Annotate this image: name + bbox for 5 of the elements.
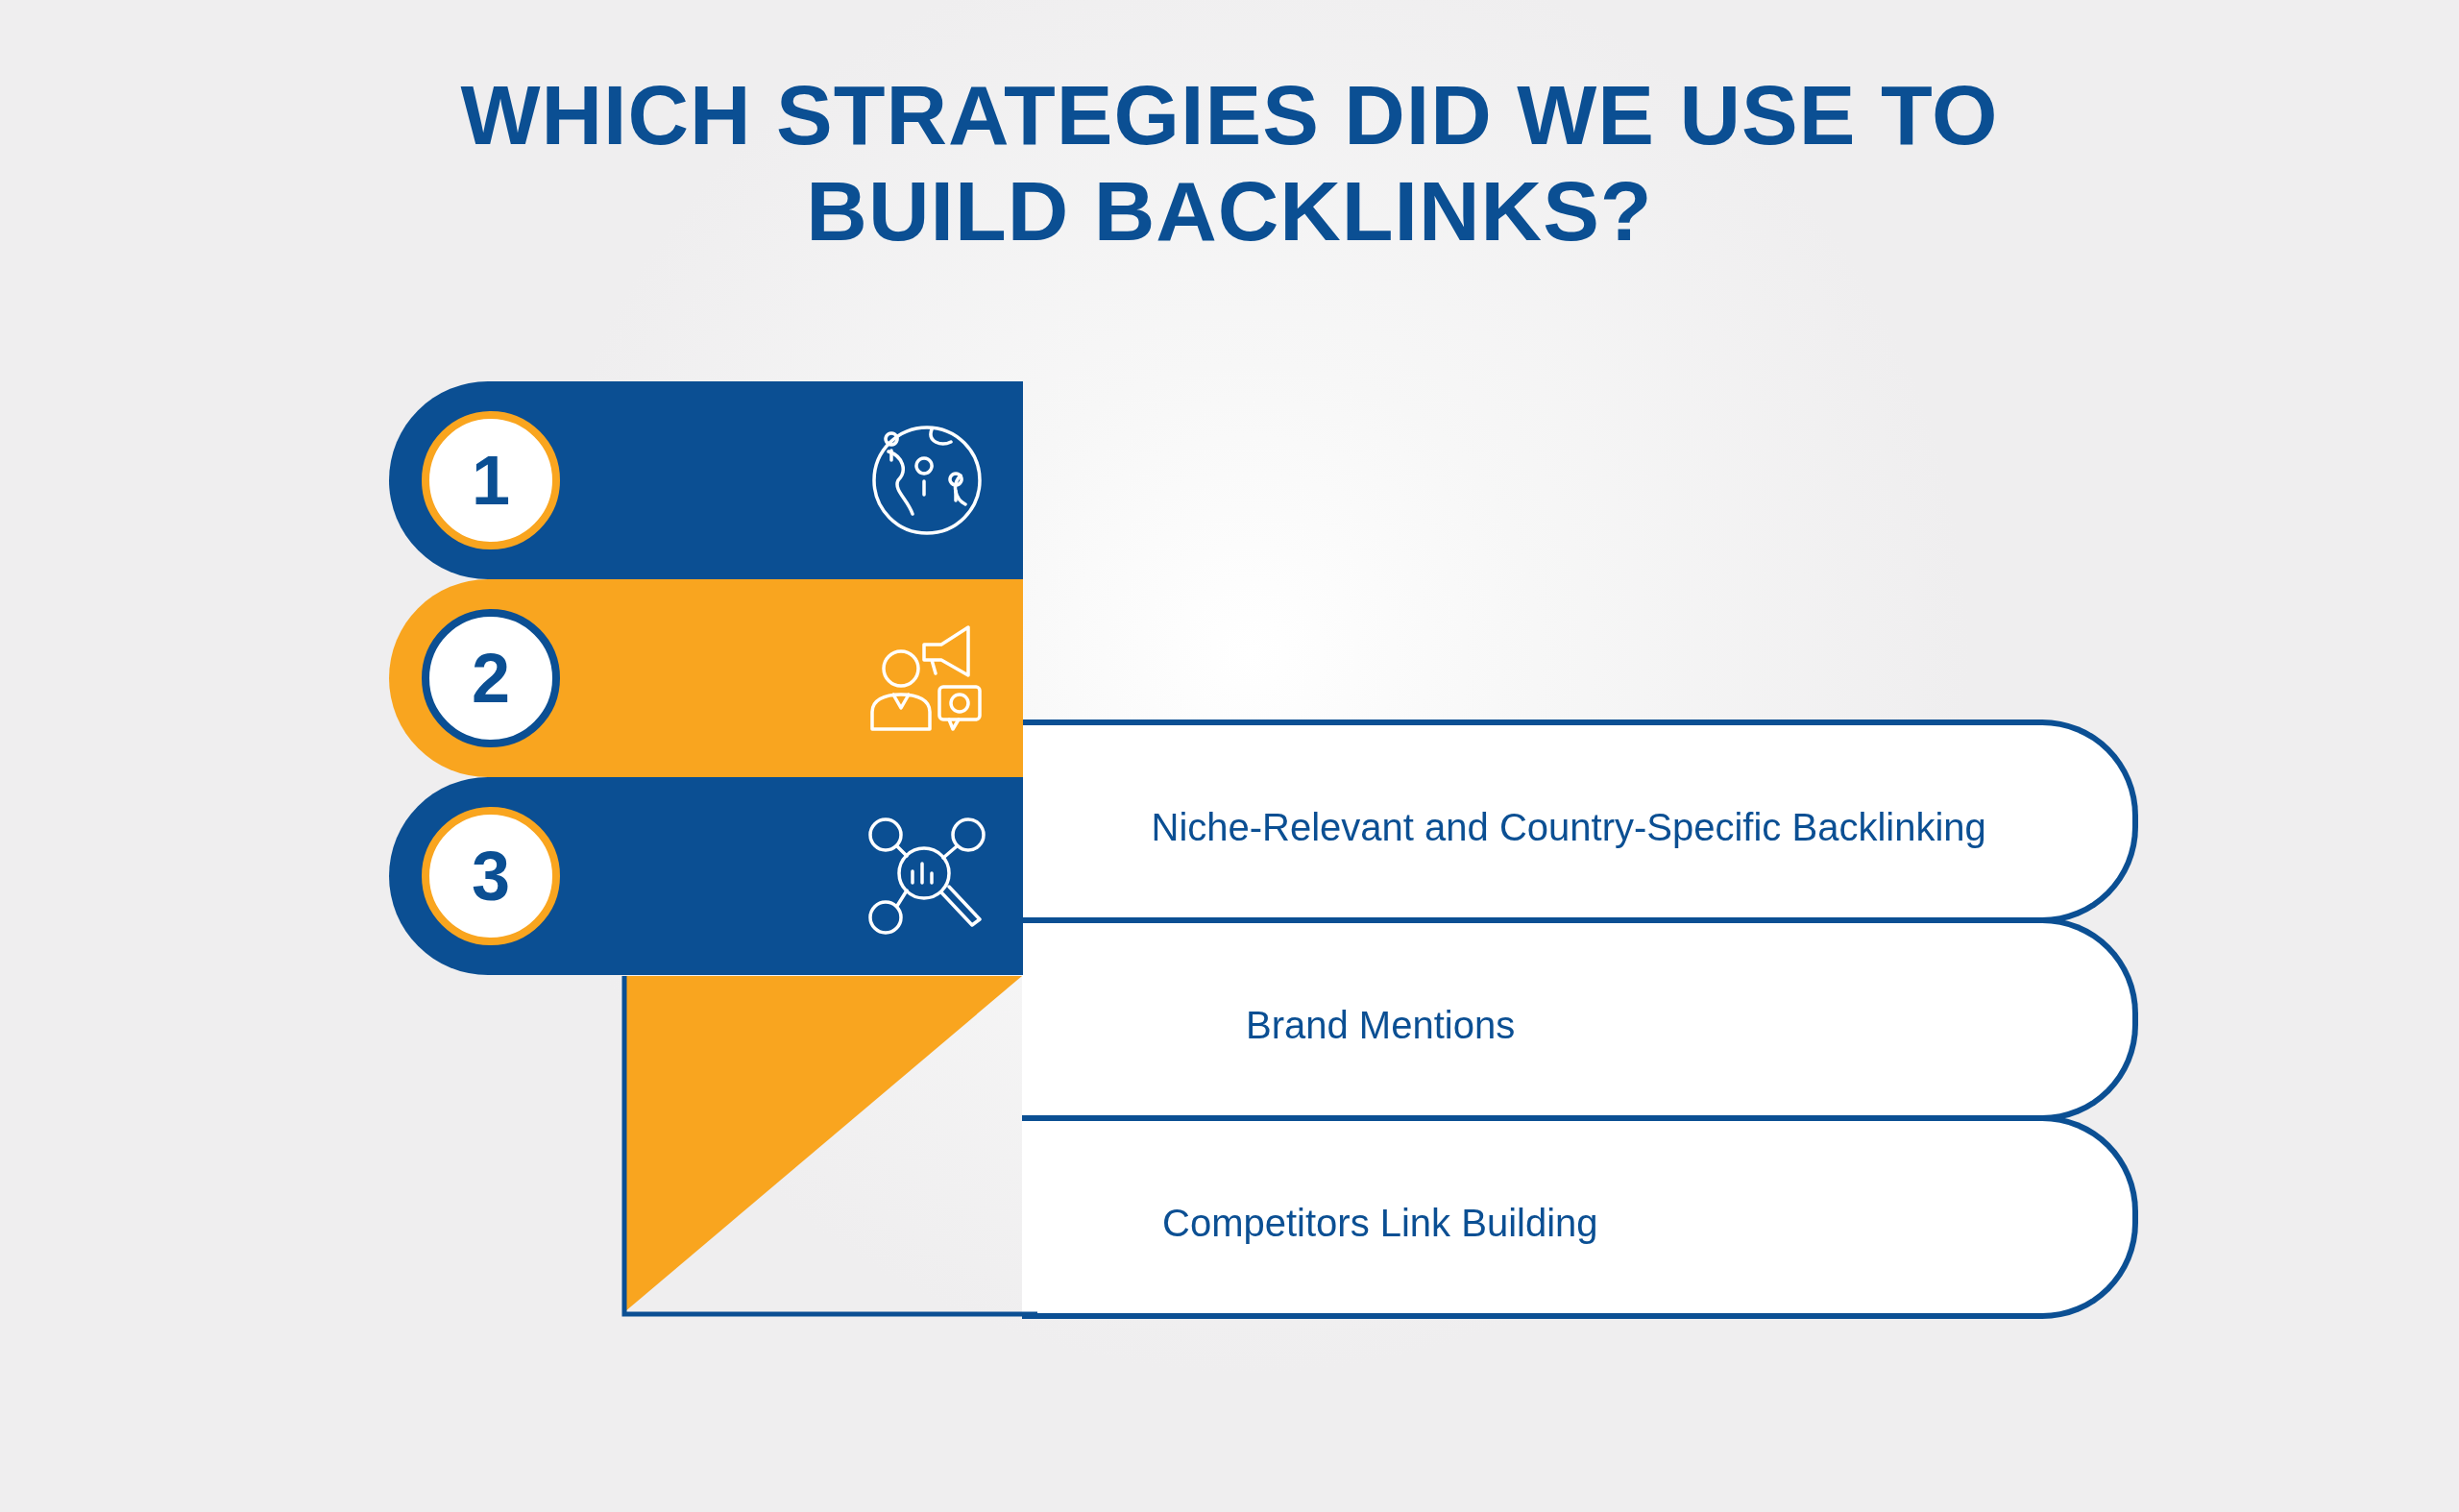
- strategy-text: Competitors Link Building: [1162, 1201, 1598, 1245]
- strategy-text: Niche-Relevant and Country-Specific Backlinking: [1151, 805, 1986, 849]
- strategy-card: [1022, 1115, 2138, 1319]
- strategy-text: Brand Mentions: [1246, 1003, 1516, 1047]
- title: WHICH STRATEGIES DID WE USE TO BUILD BACKLINKS?: [459, 67, 2000, 259]
